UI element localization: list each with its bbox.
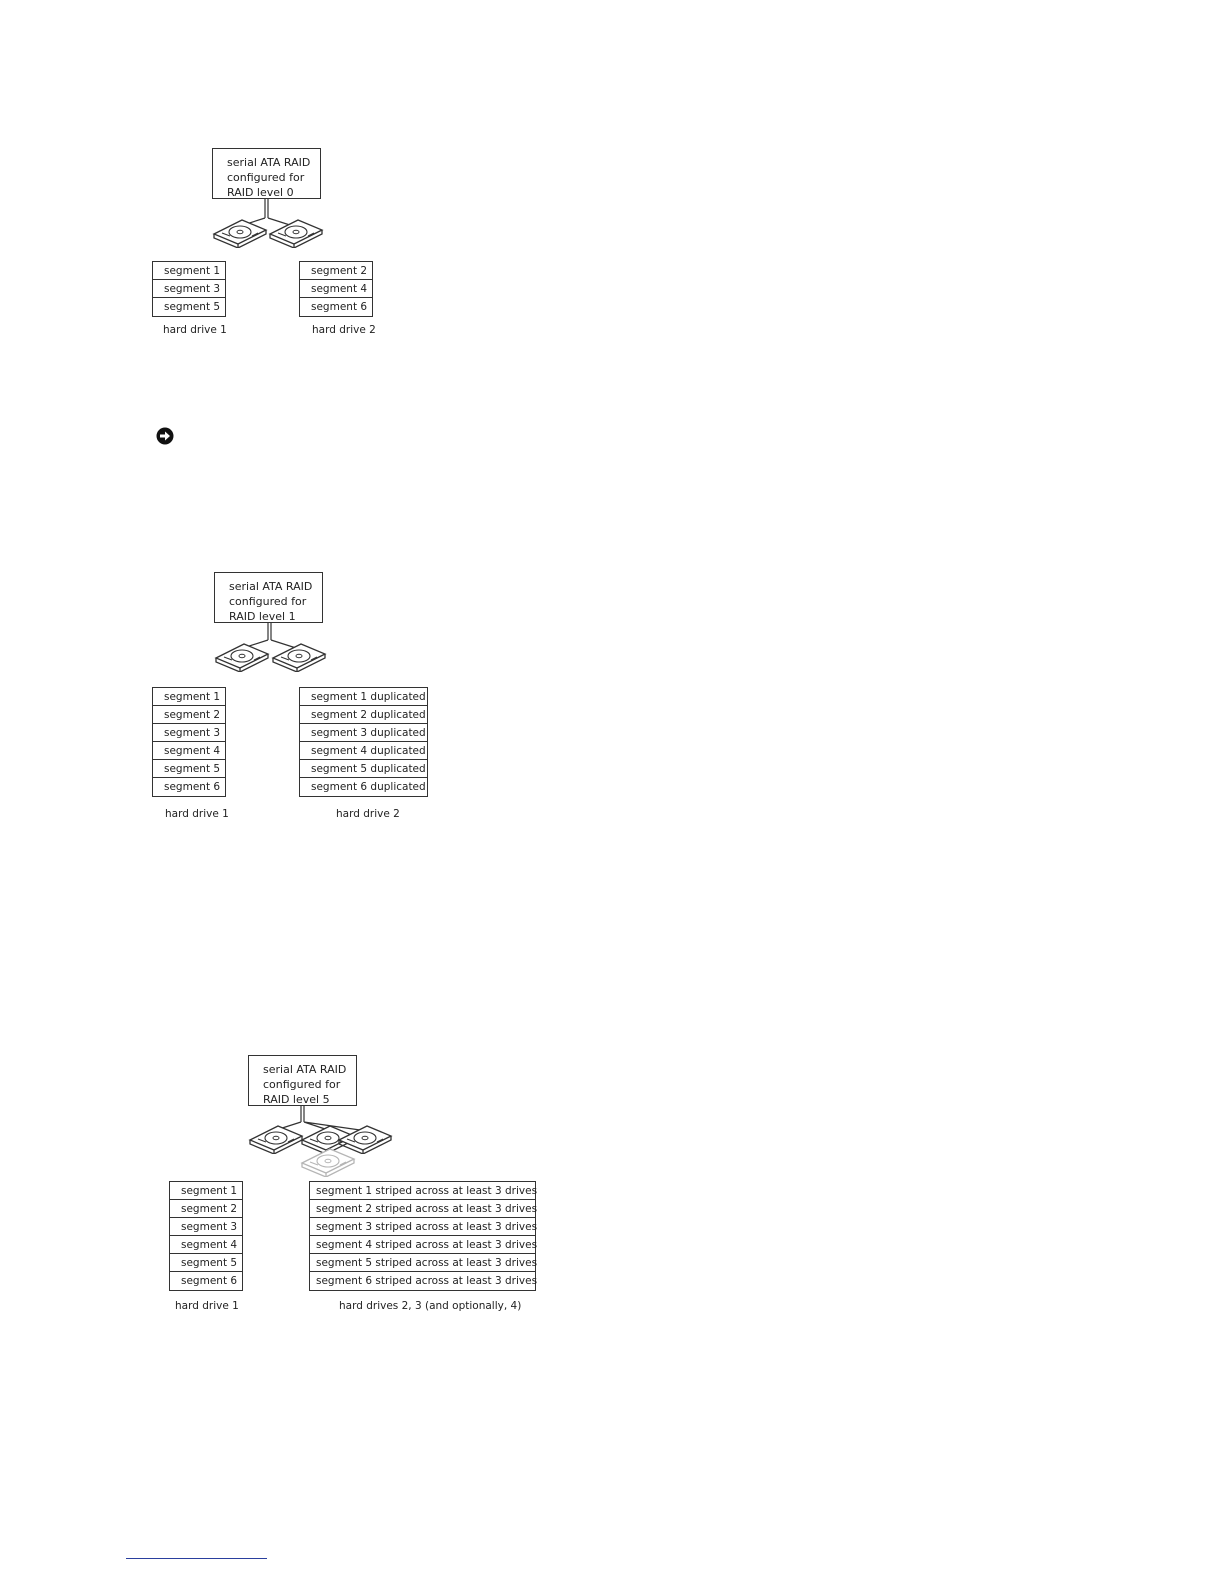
segment-cell: segment 2 striped across at least 3 driv… — [310, 1200, 537, 1218]
segment-cell: segment 1 duplicated — [300, 688, 427, 706]
segment-cell: segment 5 — [153, 760, 225, 778]
controller-line-2: configured for — [229, 595, 307, 608]
segment-cell: segment 1 — [153, 688, 225, 706]
segment-cell: segment 5 — [170, 1254, 242, 1272]
segment-cell: segment 6 duplicated — [311, 781, 426, 793]
controller-line-2: configured for — [227, 171, 305, 184]
raid1-drive2-segments: segment 1 duplicated segment 2 duplicate… — [299, 687, 428, 797]
segment-cell: segment 6 — [311, 301, 368, 313]
raid0-drive2-segments: segment 2 segment 4 segment 6 — [299, 261, 373, 317]
optional-hard-drive-icon — [300, 1145, 356, 1181]
segment-cell: segment 2 — [153, 706, 225, 724]
segment-cell: segment 3 duplicated — [300, 724, 427, 742]
controller-line-2: configured for — [263, 1078, 341, 1091]
hard-drive-icon — [212, 216, 268, 252]
segment-cell: segment 2 — [300, 262, 372, 280]
raid1-drive2-label: hard drive 2 — [336, 808, 400, 820]
segment-cell: segment 1 striped across at least 3 driv… — [310, 1182, 537, 1200]
hard-drive-icon — [268, 216, 324, 252]
segment-cell: segment 2 — [170, 1200, 242, 1218]
raid5-drive2-label: hard drives 2, 3 (and optionally, 4) — [339, 1300, 522, 1312]
segment-cell: segment 3 striped across at least 3 driv… — [310, 1218, 537, 1236]
segment-cell: segment 2 duplicated — [300, 706, 427, 724]
raid5-controller-box: serial ATA RAID configured for RAID leve… — [248, 1055, 357, 1106]
controller-line-3: RAID level 5 — [263, 1093, 330, 1106]
segment-cell: segment 6 — [164, 781, 221, 793]
hard-drive-icon — [248, 1122, 304, 1158]
segment-cell: segment 4 duplicated — [300, 742, 427, 760]
raid1-drive1-label: hard drive 1 — [165, 808, 229, 820]
raid0-drive1-segments: segment 1 segment 3 segment 5 — [152, 261, 226, 317]
raid0-controller-box: serial ATA RAID configured for RAID leve… — [212, 148, 321, 199]
segment-cell: segment 4 striped across at least 3 driv… — [310, 1236, 537, 1254]
segment-cell: segment 6 striped across at least 3 driv… — [316, 1275, 538, 1287]
controller-line-3: RAID level 1 — [229, 610, 296, 623]
segment-cell: segment 3 — [153, 280, 225, 298]
notice-arrow-icon — [156, 427, 174, 445]
segment-cell: segment 4 — [153, 742, 225, 760]
segment-cell: segment 3 — [170, 1218, 242, 1236]
hard-drive-icon — [271, 640, 327, 676]
raid1-controller-box: serial ATA RAID configured for RAID leve… — [214, 572, 323, 623]
raid5-drive1-label: hard drive 1 — [175, 1300, 239, 1312]
controller-line-1: serial ATA RAID — [263, 1063, 347, 1076]
controller-line-1: serial ATA RAID — [227, 156, 311, 169]
raid0-drive1-label: hard drive 1 — [163, 324, 227, 336]
hard-drive-icon — [214, 640, 270, 676]
hard-drive-icon — [337, 1122, 393, 1158]
segment-cell: segment 4 — [300, 280, 372, 298]
raid0-drive2-label: hard drive 2 — [312, 324, 376, 336]
segment-cell: segment 1 — [153, 262, 225, 280]
controller-line-1: serial ATA RAID — [229, 580, 313, 593]
segment-cell: segment 1 — [170, 1182, 242, 1200]
segment-cell: segment 5 duplicated — [300, 760, 427, 778]
link-underline[interactable] — [126, 1558, 267, 1559]
raid5-drive2-segments: segment 1 striped across at least 3 driv… — [309, 1181, 538, 1291]
segment-cell: segment 6 — [181, 1275, 238, 1287]
controller-line-3: RAID level 0 — [227, 186, 294, 199]
segment-cell: segment 5 — [164, 301, 221, 313]
segment-cell: segment 4 — [170, 1236, 242, 1254]
segment-cell: segment 5 striped across at least 3 driv… — [310, 1254, 537, 1272]
raid5-drive1-segments: segment 1 segment 2 segment 3 segment 4 … — [169, 1181, 243, 1291]
raid1-drive1-segments: segment 1 segment 2 segment 3 segment 4 … — [152, 687, 226, 797]
segment-cell: segment 3 — [153, 724, 225, 742]
